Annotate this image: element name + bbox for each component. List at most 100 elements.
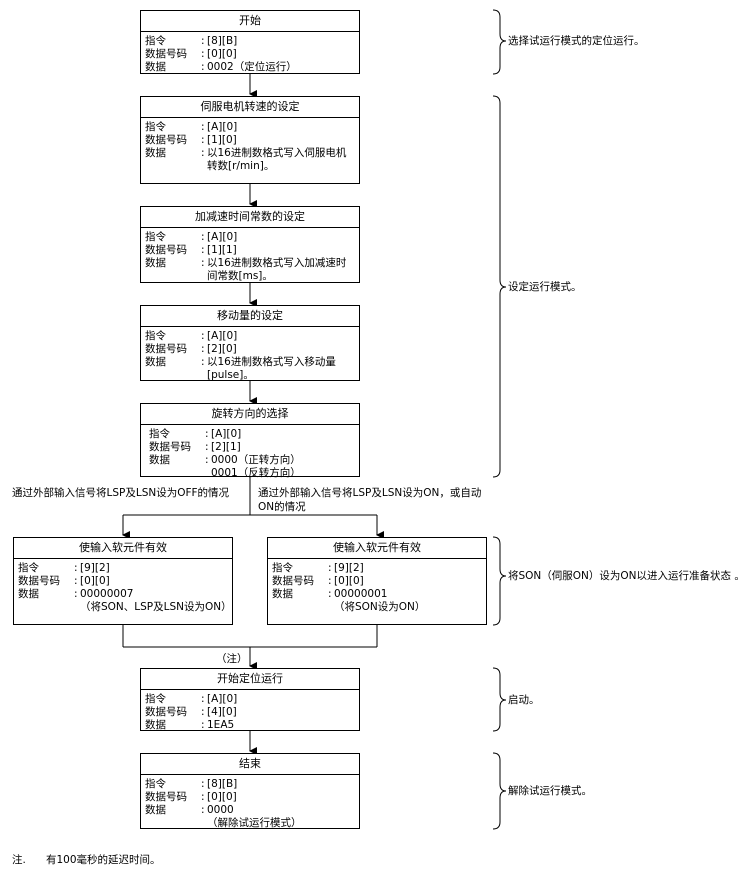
field-separator: : <box>205 441 209 453</box>
field-row: 数据:00000007（将SON、LSP及LSN设为ON） <box>18 588 232 614</box>
field-value-line: [1][0] <box>207 134 237 146</box>
field-key: 数据 <box>272 588 293 600</box>
field-value-line: [A][0] <box>207 330 238 342</box>
field-row: 数据号码:[0][0] <box>145 791 355 804</box>
field-key: 数据号码 <box>145 244 187 256</box>
field-value: [A][0] <box>207 121 355 134</box>
field-key: 指令 <box>145 778 166 790</box>
field-separator: : <box>201 35 205 47</box>
annotation-set-mode: 设定运行模式。 <box>508 281 582 293</box>
field-separator: : <box>74 562 78 574</box>
step-title: 开始定位运行 <box>141 669 359 690</box>
step-body: 指令:[8][B]数据号码:[0][0]数据:0000（解除试运行模式） <box>141 775 359 830</box>
field-separator: : <box>201 356 205 368</box>
field-separator: : <box>201 693 205 705</box>
step-title: 伺服电机转速的设定 <box>141 97 359 118</box>
field-key: 指令 <box>272 562 293 574</box>
field-key: 数据 <box>145 719 166 731</box>
field-value: 00000001（将SON设为ON） <box>334 588 482 614</box>
field-separator: : <box>201 121 205 133</box>
field-value-line: 00000001 <box>334 588 388 600</box>
step-title: 使输入软元件有效 <box>268 538 486 559</box>
field-value-line: [0][0] <box>80 575 110 587</box>
field-value-line: [A][0] <box>207 231 238 243</box>
field-value: 以16进制数格式写入伺服电机转数[r/min]。 <box>207 147 355 173</box>
field-separator: : <box>328 588 332 600</box>
field-value: [8][B] <box>207 35 355 48</box>
field-value-line: （解除试运行模式） <box>207 817 302 829</box>
field-separator: : <box>201 778 205 790</box>
field-value-line: [A][0] <box>211 428 242 440</box>
field-value-line: 以16进制数格式写入移动量 <box>207 356 336 368</box>
field-value-line: [2][1] <box>211 441 241 453</box>
field-value-line: 间常数[ms]。 <box>207 270 273 282</box>
field-separator: : <box>201 231 205 243</box>
annotation-release-mode: 解除试运行模式。 <box>508 785 592 797</box>
brace <box>492 667 507 732</box>
footnote-label: 注. <box>12 854 26 866</box>
field-value-line: [1][1] <box>207 244 237 256</box>
annotation-servo-on: 将SON（伺服ON）设为ON以进入运行准备状态 。 <box>508 570 745 582</box>
field-key: 指令 <box>145 35 166 47</box>
field-value: 以16进制数格式写入移动量[pulse]。 <box>207 356 355 382</box>
field-separator: : <box>201 147 205 159</box>
step-title: 加减速时间常数的设定 <box>141 207 359 228</box>
field-row: 数据:0002（定位运行） <box>145 61 355 74</box>
field-row: 数据号码:[0][0] <box>18 575 228 588</box>
field-key: 数据号码 <box>145 48 187 60</box>
field-row: 数据号码:[4][0] <box>145 706 355 719</box>
step-box-servo-speed: 伺服电机转速的设定 指令:[A][0]数据号码:[1][0]数据:以16进制数格… <box>140 96 360 184</box>
field-key: 数据 <box>145 61 166 73</box>
field-separator: : <box>201 48 205 60</box>
field-key: 指令 <box>149 428 170 440</box>
field-separator: : <box>328 575 332 587</box>
field-value-line: （将SON、LSP及LSN设为ON） <box>80 601 232 613</box>
field-key: 指令 <box>145 693 166 705</box>
field-key: 数据号码 <box>145 134 187 146</box>
field-row: 数据号码:[0][0] <box>272 575 482 588</box>
field-value: [A][0] <box>207 231 355 244</box>
step-title: 使输入软元件有效 <box>14 538 232 559</box>
field-value: [1][0] <box>207 134 355 147</box>
field-value-line: [A][0] <box>207 121 238 133</box>
field-key: 指令 <box>18 562 39 574</box>
field-value: 0002（定位运行） <box>207 61 355 74</box>
field-value-line: [8][B] <box>207 35 238 47</box>
field-value-line: [8][B] <box>207 778 238 790</box>
field-key: 指令 <box>145 121 166 133</box>
field-row: 指令:[A][0] <box>145 121 355 134</box>
field-value: [A][0] <box>211 428 355 441</box>
field-row: 指令:[A][0] <box>149 428 355 441</box>
step-title: 结束 <box>141 754 359 775</box>
field-separator: : <box>201 244 205 256</box>
field-separator: : <box>201 61 205 73</box>
field-row: 数据:以16进制数格式写入加减速时间常数[ms]。 <box>145 257 355 283</box>
step-body: 指令:[A][0]数据号码:[1][0]数据:以16进制数格式写入伺服电机转数[… <box>141 118 359 173</box>
field-value-line: 0000 <box>207 804 234 816</box>
field-row: 数据:以16进制数格式写入伺服电机转数[r/min]。 <box>145 147 355 173</box>
field-value-line: [pulse]。 <box>207 369 254 381</box>
brace <box>492 9 507 75</box>
field-value-line: [9][2] <box>334 562 364 574</box>
field-value-line: [0][0] <box>207 48 237 60</box>
step-body: 指令:[9][2]数据号码:[0][0]数据:00000001（将SON设为ON… <box>268 559 486 614</box>
step-title: 移动量的设定 <box>141 306 359 327</box>
field-separator: : <box>328 562 332 574</box>
footnote-text: 有100毫秒的延迟时间。 <box>46 854 161 866</box>
field-separator: : <box>74 575 78 587</box>
step-title: 旋转方向的选择 <box>141 404 359 425</box>
field-row: 数据号码:[1][0] <box>145 134 355 147</box>
field-row: 指令:[A][0] <box>145 693 355 706</box>
field-row: 指令:[A][0] <box>145 231 355 244</box>
field-row: 数据号码:[2][0] <box>145 343 355 356</box>
field-separator: : <box>205 454 209 466</box>
field-key: 数据 <box>149 454 170 466</box>
field-separator: : <box>201 804 205 816</box>
field-key: 数据号码 <box>18 575 60 587</box>
field-value-line: [2][0] <box>207 343 237 355</box>
field-value: [A][0] <box>207 330 355 343</box>
field-separator: : <box>201 719 205 731</box>
field-separator: : <box>201 330 205 342</box>
field-value-line: 0002（定位运行） <box>207 61 297 73</box>
